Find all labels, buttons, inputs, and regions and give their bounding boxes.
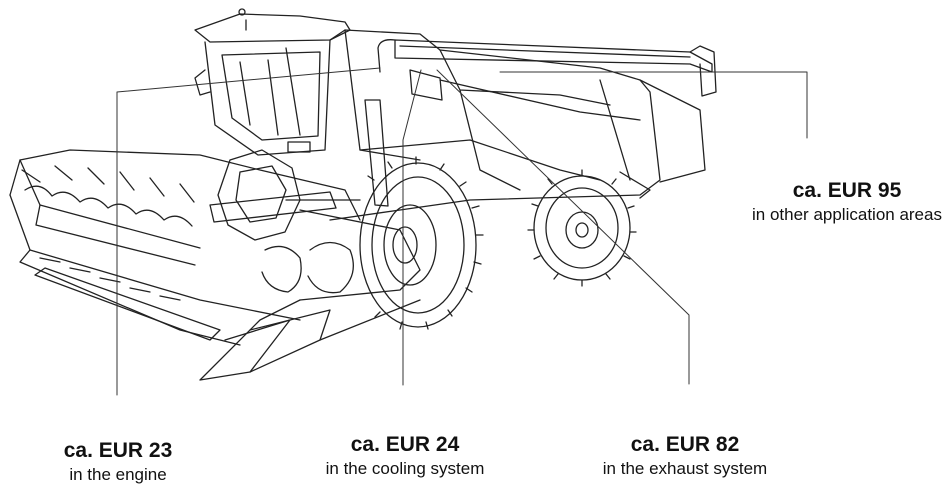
callout-other-amount: ca. EUR 95 [792,179,902,202]
callout-exhaust-system: ca. EUR 82 in the exhaust system [585,432,785,480]
unloading-auger [377,39,717,97]
cab [194,8,351,156]
leader-line-other [499,71,808,139]
reel-hub [209,149,361,241]
callout-cooling-amount: ca. EUR 24 [350,433,460,456]
header-platform [9,149,361,346]
leader-line-cooling [402,69,422,386]
machine-body [329,29,706,221]
front-wheel [359,156,484,330]
callout-other-description: in other application areas [752,205,942,224]
callout-other-areas: ca. EUR 95 in other application areas [752,178,942,226]
callout-cooling-description: in the cooling system [325,459,485,478]
callout-engine-description: in the engine [69,465,167,484]
leader-lines [116,67,808,396]
callout-exhaust-description: in the exhaust system [602,459,768,478]
rear-wheel [527,169,637,287]
leader-line-engine [116,67,381,396]
leader-line-exhaust [436,69,690,385]
callout-engine: ca. EUR 23 in the engine [38,438,198,486]
callout-exhaust-amount: ca. EUR 82 [630,433,740,456]
callout-cooling-system: ca. EUR 24 in the cooling system [310,432,500,480]
callout-engine-amount: ca. EUR 23 [63,439,173,462]
feeder-house [199,209,421,381]
